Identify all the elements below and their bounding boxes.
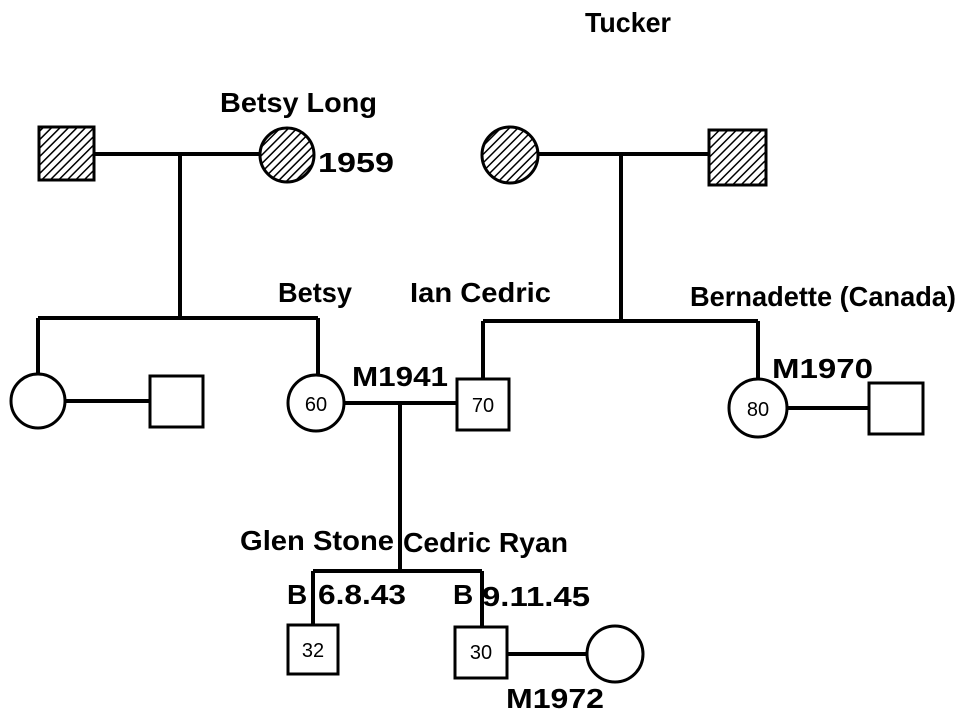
label-cedric-ryan: Cedric Ryan (403, 527, 568, 558)
name-labels: Tucker Betsy Long 1959 Betsy Ian Cedric … (220, 7, 956, 714)
label-m1972: M1972 (506, 683, 604, 714)
label-m1970: M1970 (772, 353, 873, 384)
individuals (9, 125, 925, 684)
label-betsy-long: Betsy Long (220, 87, 377, 118)
label-bernadette: Bernadette (Canada) (690, 281, 956, 312)
bernadette-circle (727, 377, 789, 439)
label-ian-cedric: Ian Cedric (410, 277, 551, 308)
age-betsy: 60 (305, 394, 327, 416)
bernadette-spouse-square (867, 381, 925, 436)
label-birthdate-glen-stone: 6.8.43 (318, 579, 406, 610)
label-tucker: Tucker (585, 7, 671, 38)
betsy-long-circle-affected (258, 126, 316, 184)
label-birthdate-cedric-ryan: 9.11.45 (482, 581, 590, 612)
right-grandfather-square-affected (707, 128, 768, 187)
left-grandfather-square-affected (37, 125, 96, 182)
cedric-ryan-spouse-circle (585, 624, 645, 684)
left-sister-circle (9, 372, 67, 430)
connection-lines (36, 152, 868, 656)
label-glen-stone: Glen Stone (240, 525, 394, 556)
age-glen-stone: 32 (302, 640, 324, 662)
betsy-circle (286, 373, 346, 433)
age-ian-cedric: 70 (472, 395, 494, 417)
glen-stone-square (286, 623, 340, 676)
label-year-1959: 1959 (318, 147, 394, 178)
label-m1941: M1941 (352, 361, 448, 392)
cedric-ryan-square (453, 625, 509, 680)
age-labels: 60 70 80 32 30 (302, 394, 769, 664)
label-b-cedric-ryan: B (453, 579, 473, 610)
label-b-glen-stone: B (287, 579, 307, 610)
age-cedric-ryan: 30 (470, 642, 492, 664)
label-betsy: Betsy (278, 277, 352, 308)
ian-cedric-square (455, 377, 511, 432)
left-sister-spouse-square (148, 374, 205, 429)
age-bernadette: 80 (747, 399, 769, 421)
right-grandmother-circle-affected (480, 125, 540, 185)
